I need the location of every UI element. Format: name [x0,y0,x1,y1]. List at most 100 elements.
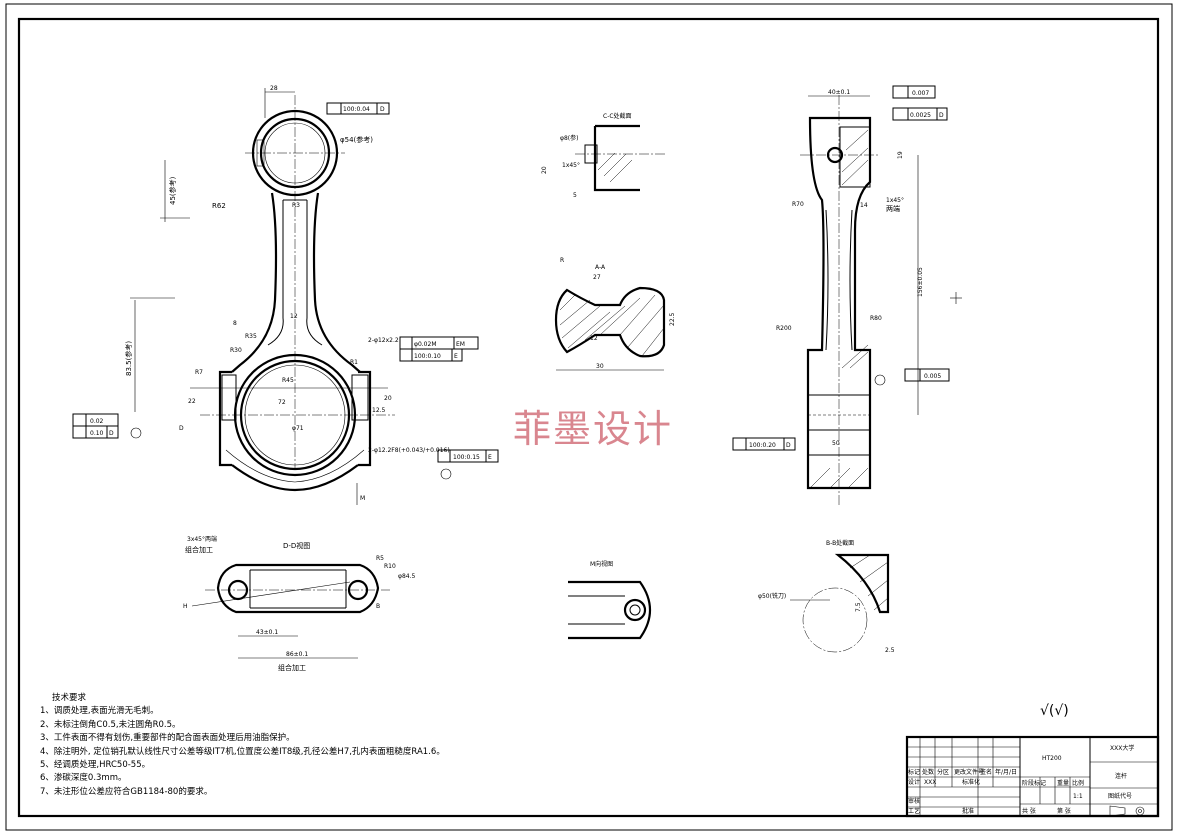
fcf-perp-2: 100:0.15 E [437,449,499,463]
svg-text:0.005: 0.005 [924,373,941,380]
svg-text:分区: 分区 [937,768,949,776]
svg-text:E: E [488,454,492,461]
svg-text:R: R [560,257,564,264]
svg-text:设计: 设计 [908,778,920,786]
dim-holes-b: 2-φ12.2F8(+0.043/+0.016) [368,447,450,454]
svg-text:年/月/日: 年/月/日 [995,768,1017,776]
svg-text:B: B [376,603,380,610]
svg-text:B-B处截面: B-B处截面 [826,539,854,547]
fcf-position: φ0.02M EM [399,336,479,350]
svg-text:100:0.10: 100:0.10 [414,353,441,360]
svg-text:2.5: 2.5 [885,647,895,654]
fcf-left: 0.02 0.10 D [72,413,119,439]
svg-text:C-C处截面: C-C处截面 [603,112,632,120]
svg-text:A-A: A-A [595,264,606,271]
note-item: 7、未注形位公差应符合GB1184-80的要求。 [40,786,213,797]
dim-r45: R45 [282,377,294,384]
svg-text:D: D [939,112,944,119]
inner-frame [17,17,1160,818]
svg-text:1x45°: 1x45° [562,162,580,169]
svg-text:30: 30 [596,363,604,370]
dim-r1: R1 [350,359,358,366]
dim-12: 12 [290,313,298,320]
dim-r35: R35 [245,333,257,340]
svg-text:27: 27 [593,274,601,281]
outer-frame [5,3,1173,831]
note-item: 1、调质处理,表面光滑无毛刺。 [40,706,159,717]
dim-22: 22 [188,398,196,405]
svg-text:标准化: 标准化 [962,778,980,786]
svg-text:43±0.1: 43±0.1 [256,629,278,636]
dim-r3: R3 [292,202,300,209]
dim-835: 83.5(参考) [124,341,133,376]
note-item: 4、除注明外, 定位销孔默认线性尺寸公差等级IT7机,位置度公差IT8级,孔径公… [40,746,445,757]
datum-D: D [179,425,184,432]
fcf-side-4: 100:0.20 D [732,437,796,451]
technical-requirements: 技术要求 1、调质处理,表面光滑无毛刺。 2、未标注倒角C0.5,未注圆角R0.… [40,692,640,799]
side-view: 40±0.1 0.007 0.0025 D 0.005 100:0.20 D R… [732,85,962,505]
dim-8: 8 [233,320,237,327]
svg-text:100:0.15: 100:0.15 [453,454,480,461]
dim-28: 28 [270,85,278,92]
svg-text:86±0.1: 86±0.1 [286,651,308,658]
dd-view: 3x45°两端 组合加工 D-D视图 H B R5 R10 φ84.5 43±0… [183,535,416,672]
svg-text:12: 12 [590,335,598,342]
svg-text:φ50(铣刀): φ50(铣刀) [758,592,786,600]
svg-text:D: D [380,106,385,113]
tb-part: 连杆 [1115,772,1127,780]
svg-text:7.5: 7.5 [855,602,862,612]
svg-text:E: E [454,353,458,360]
dim-d71: φ71 [292,425,304,432]
svg-text:签名: 签名 [980,768,992,776]
svg-text:1x45°: 1x45° [886,197,904,204]
svg-text:组合加工: 组合加工 [185,545,213,554]
svg-text:20: 20 [541,166,548,174]
svg-text:50: 50 [832,440,840,447]
dim-r30: R30 [230,347,242,354]
svg-text:19: 19 [897,151,904,159]
svg-text:D: D [109,430,114,437]
title-block: HT200 XXX大学 连杆 图纸代号 1:1 XXX 标记 处数 分区 更改文… [905,735,1160,818]
svg-text:R70: R70 [792,201,804,208]
tb-scale: 1:1 [1073,793,1083,800]
svg-text:R10: R10 [384,563,396,570]
svg-text:0.10: 0.10 [90,430,104,437]
svg-text:D: D [786,442,791,449]
roughness-symbol: √(√) [1040,703,1069,719]
svg-text:比例: 比例 [1072,779,1084,787]
svg-text:批准: 批准 [962,807,974,815]
note-item: 2、未标注倒角C0.5,未注圆角R0.5。 [40,719,181,730]
svg-text:审核: 审核 [908,797,920,805]
dim-125: 12.5 [372,407,386,414]
tb-drawing-no: 图纸代号 [1108,792,1132,800]
svg-text:5: 5 [573,192,577,199]
svg-text:阶段标记: 阶段标记 [1022,779,1046,787]
svg-text:R5: R5 [376,555,384,562]
svg-text:处数: 处数 [922,768,934,776]
dim-r62: R62 [212,202,226,210]
watermark-text: 菲墨设计 [512,407,673,451]
tb-designer: XXX [924,779,936,786]
svg-text:工艺: 工艺 [908,807,920,815]
svg-text:φ8(参): φ8(参) [560,134,578,142]
note-item: 3、工件表面不得有划伤,重要部件的配合面表面处理后用油脂保护。 [40,733,295,744]
svg-text:H: H [183,603,188,610]
svg-text:组合加工: 组合加工 [278,663,306,672]
cc-section: C-C处截面 φ8(参) 1x45° 20 5 [541,112,665,199]
dim-72: 72 [278,399,286,406]
dim-d54: φ54(参考) [340,135,373,144]
svg-text:156±0.05: 156±0.05 [917,267,924,297]
svg-text:M向视图: M向视图 [590,560,613,568]
notes-title: 技术要求 [52,693,87,703]
fcf-side-1: 0.007 [892,85,936,99]
svg-text:共 张: 共 张 [1022,807,1036,815]
svg-text:φ84.5: φ84.5 [398,573,416,580]
fcf-side-3: 0.005 [904,368,950,382]
svg-text:第 张: 第 张 [1057,807,1071,815]
svg-text:40±0.1: 40±0.1 [828,89,850,96]
svg-text:D-D视图: D-D视图 [283,541,310,550]
svg-text:标记: 标记 [908,768,920,776]
dim-holes: 2-φ12x2.2 [368,337,399,344]
svg-text:100:0.20: 100:0.20 [749,442,776,449]
